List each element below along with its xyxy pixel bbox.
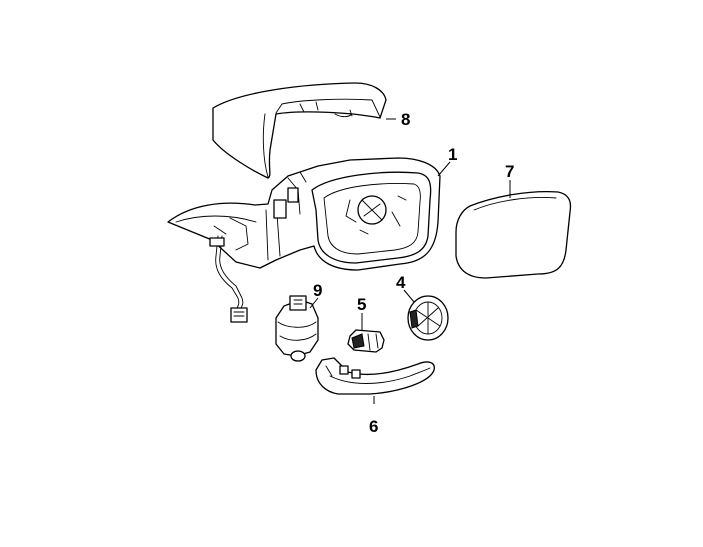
puddle-lamp-icon bbox=[347, 329, 385, 353]
leader-9 bbox=[309, 297, 319, 309]
leader-1 bbox=[437, 161, 451, 177]
mirror-cover-cap-icon bbox=[212, 82, 387, 179]
turn-signal-lamp-icon bbox=[315, 357, 435, 395]
callout-8: 8 bbox=[401, 110, 410, 129]
callout-9: 9 bbox=[313, 281, 322, 300]
leader-4 bbox=[403, 289, 415, 303]
power-fold-motor-icon bbox=[275, 295, 319, 362]
mirror-housing-assembly-icon bbox=[167, 157, 441, 271]
leader-lines bbox=[309, 118, 511, 404]
mirror-actuator-motor-icon bbox=[407, 295, 449, 341]
wiring-harness-icon bbox=[209, 235, 248, 323]
callout-6: 6 bbox=[369, 417, 378, 436]
callout-5: 5 bbox=[357, 295, 366, 314]
mirror-glass-icon bbox=[455, 190, 572, 279]
callout-7: 7 bbox=[505, 162, 514, 181]
callout-1: 1 bbox=[448, 145, 457, 164]
callout-4: 4 bbox=[396, 273, 406, 292]
